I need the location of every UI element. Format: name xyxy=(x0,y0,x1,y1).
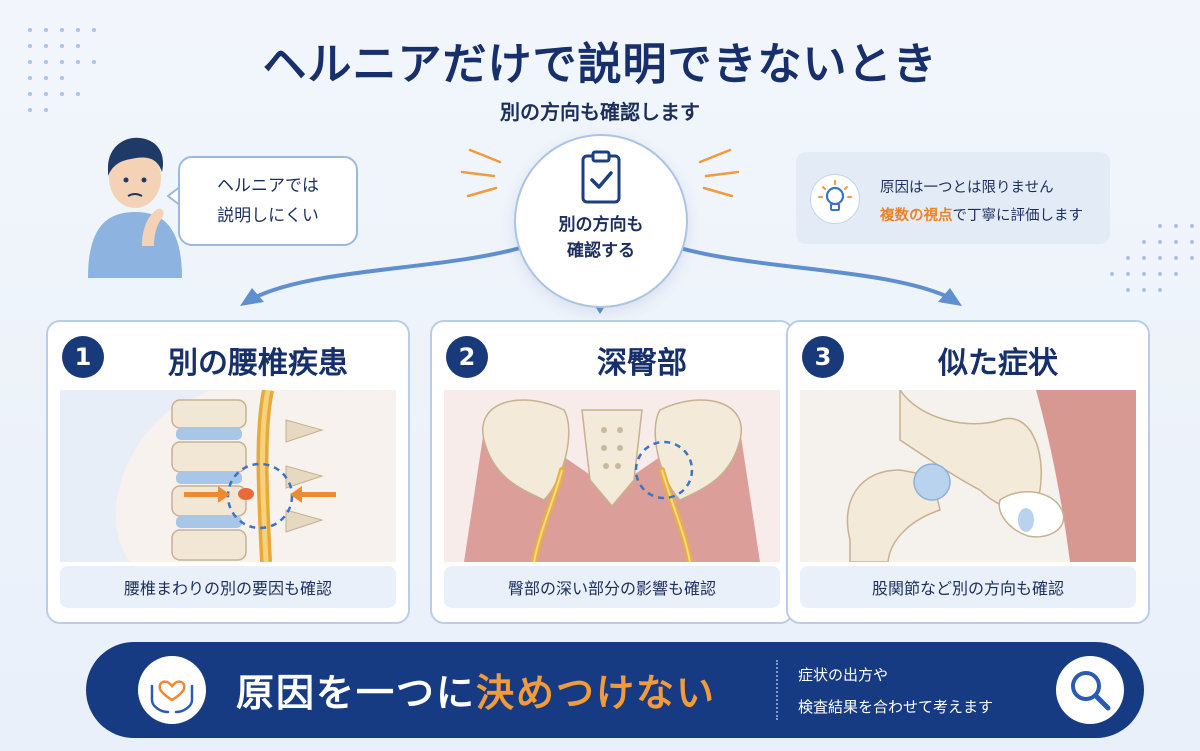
center-rays xyxy=(240,148,962,314)
bottom-side-line-1: 症状の出方や xyxy=(798,666,889,684)
bottom-main-highlight: 決めつけない xyxy=(476,671,717,715)
card-number: 1 xyxy=(62,336,104,378)
info-line-1: 原因は一つとは限りません xyxy=(880,180,1054,196)
card-number: 2 xyxy=(446,336,488,378)
center-line-1: 別の方向も xyxy=(558,215,644,235)
bubble-line-1: ヘルニアでは xyxy=(217,176,319,196)
info-highlight: 複数の視点 xyxy=(880,208,953,224)
bubble-tail xyxy=(166,185,182,207)
card-caption: 腰椎まわりの別の要因も確認 xyxy=(60,566,396,608)
lumbar-spine-illustration xyxy=(60,390,396,562)
pelvis-illustration xyxy=(444,390,780,562)
thinking-person-icon xyxy=(88,137,182,278)
bottom-side-line-2: 検査結果を合わせて考えます xyxy=(798,698,994,716)
heart-hands-icon xyxy=(150,680,194,714)
center-line-2: 確認する xyxy=(567,241,635,261)
card-caption: 臀部の深い部分の影響も確認 xyxy=(444,566,780,608)
hip-joint-illustration xyxy=(800,390,1136,562)
info-line-2-rest: で丁寧に評価します xyxy=(952,208,1084,224)
thought-bubble: ヘルニアでは 説明しにくい xyxy=(178,156,358,246)
bubble-line-2: 説明しにくい xyxy=(217,206,319,226)
decor-dots-left xyxy=(28,28,96,112)
card-deep-gluteal: 2 深臀部 臀部の深い部分の影響も確認 xyxy=(430,320,794,624)
lightbulb-icon xyxy=(818,180,852,211)
page-subtitle: 別の方向も確認します xyxy=(500,100,700,124)
card-caption: 股関節など別の方向も確認 xyxy=(800,566,1136,608)
hands-circle xyxy=(138,656,206,724)
clipboard-check-icon xyxy=(581,150,621,204)
card-title: 似た症状 xyxy=(938,346,1058,381)
info-line-2: 複数の視点で丁寧に評価します xyxy=(880,204,1083,225)
decor-dots-right xyxy=(1110,224,1194,292)
bottom-main-prefix: 原因を一つに xyxy=(236,671,477,715)
magnifier-icon xyxy=(1071,671,1111,711)
card-title: 別の腰椎疾患 xyxy=(168,346,348,381)
center-circle: 別の方向も 確認する xyxy=(514,134,688,308)
page-title: ヘルニアだけで説明できないとき xyxy=(262,39,938,90)
bottom-main-text: 原因を一つに決めつけない xyxy=(236,662,716,717)
card-similar-symptoms: 3 似た症状 股関節など別の方向も確認 xyxy=(786,320,1150,624)
info-box: 原因は一つとは限りません 複数の視点で丁寧に評価します xyxy=(796,152,1110,244)
bottom-banner: 原因を一つに決めつけない 症状の出方や 検査結果を合わせて考えます xyxy=(86,642,1144,738)
card-number: 3 xyxy=(802,336,844,378)
bulb-circle xyxy=(810,174,860,224)
card-title: 深臀部 xyxy=(597,346,687,381)
bottom-divider xyxy=(776,660,778,720)
center-text: 別の方向も 確認する xyxy=(516,212,686,264)
card-lumbar: 1 別の腰椎疾患 腰椎まわりの別の要因も確認 xyxy=(46,320,410,624)
search-circle xyxy=(1056,656,1124,724)
